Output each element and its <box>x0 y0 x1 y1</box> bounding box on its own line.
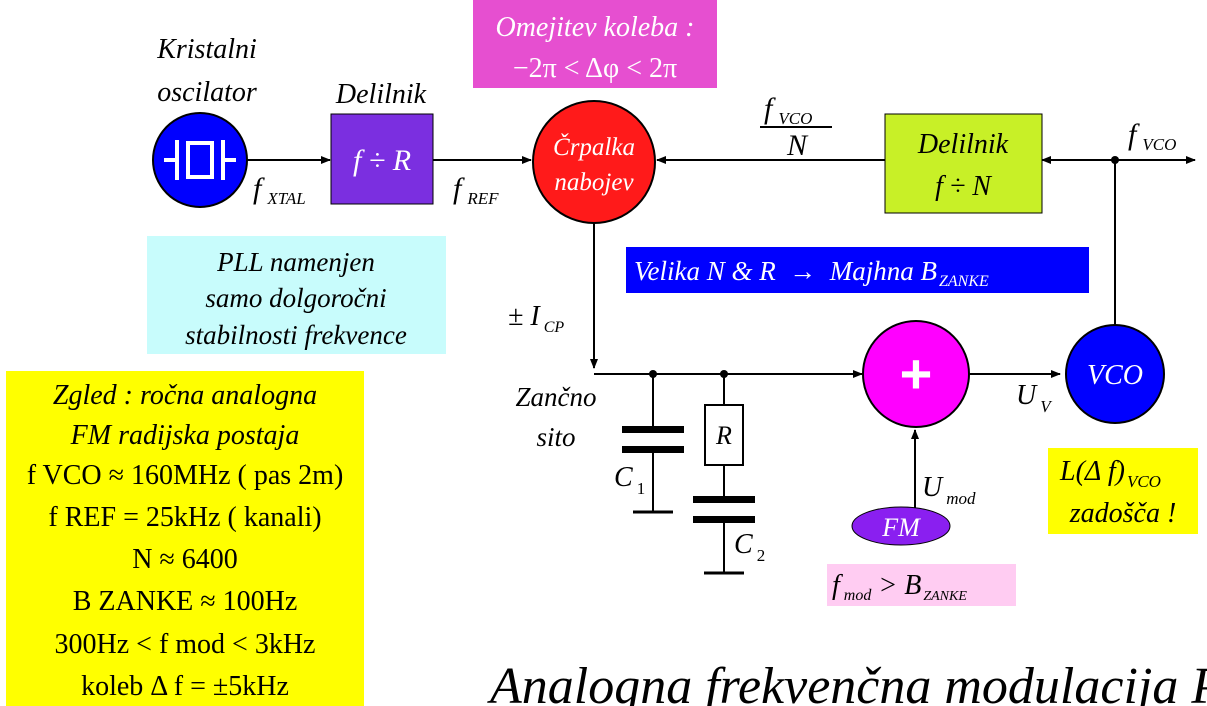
capacitor-c2-plate-top <box>693 496 755 503</box>
ref-divider-box <box>330 113 434 205</box>
crystal-icon <box>164 140 236 180</box>
feedback-divider-line1: Delilnik <box>917 129 1009 160</box>
resistor-label: R <box>715 421 732 450</box>
junction-vco-out <box>1111 156 1119 164</box>
phase-limit-line1: Omejitev koleba : <box>495 12 694 43</box>
loop-bandwidth-box <box>626 247 1089 293</box>
loop-filter-title-line1: Zančno <box>516 382 597 412</box>
feedback-divider-line2: f ÷ N <box>935 171 992 202</box>
pll-note-line3: stabilnosti frekvence <box>185 320 407 350</box>
example-line-7: 300Hz < f mod < 3kHz <box>55 629 316 660</box>
charge-pump-circle <box>532 100 656 224</box>
phase-noise-line2: zadošča ! <box>1069 498 1177 529</box>
crystal-title-line1: Kristalni <box>156 34 257 65</box>
phase-noise-line1: L(Δ f)VCO <box>1059 456 1161 491</box>
fm-source-ellipse <box>851 506 951 546</box>
ref-divider-title: Delilnik <box>335 79 427 110</box>
phase-noise-box <box>1048 448 1198 534</box>
pll-note-box <box>147 236 446 354</box>
resistor-r <box>704 404 744 466</box>
example-box <box>6 371 364 706</box>
charge-pump-line2: nabojev <box>554 169 634 196</box>
fmod-condition-box <box>827 564 1016 606</box>
capacitor-c1-plate-bottom <box>622 446 684 453</box>
wires <box>247 156 1196 575</box>
pll-note-line2: samo dolgoročni <box>205 283 386 313</box>
fm-source-label: FM <box>881 513 921 542</box>
charge-pump-line1: Črpalka <box>553 133 635 161</box>
adder-plus-symbol: + <box>900 342 933 405</box>
slide-title: Analogna frekvenčna modulacija PLL <box>487 658 1207 706</box>
loop-filter-title-line2: sito <box>536 422 575 452</box>
junction-c1 <box>649 370 657 378</box>
crystal-title: Kristalni oscilator <box>156 34 257 108</box>
example-line-4: f REF = 25kHz ( kanali) <box>48 502 321 533</box>
ref-divider-label: f ÷ R <box>353 144 411 177</box>
capacitor-c1-plate-top <box>622 426 684 433</box>
feedback-divider-box <box>884 113 1043 214</box>
crystal-oscillator-circle <box>152 112 248 208</box>
junction-c2 <box>720 370 728 378</box>
pll-note-line1: PLL namenjen <box>216 247 375 277</box>
example-line-6: B ZANKE ≈ 100Hz <box>73 586 298 617</box>
example-line-5: N ≈ 6400 <box>132 544 238 575</box>
example-line-3: f VCO ≈ 160MHz ( pas 2m) <box>27 460 344 491</box>
fvco-fraction-denominator: N <box>786 129 809 162</box>
example-line-8: koleb Δ f = ±5kHz <box>81 671 289 702</box>
capacitor-c2-plate-bottom <box>693 516 755 523</box>
phase-limit-box <box>473 0 717 88</box>
crystal-title-line2: oscilator <box>157 77 257 108</box>
vco-circle <box>1065 324 1165 424</box>
adder-circle <box>862 320 970 428</box>
example-line-1: Zgled : ročna analogna <box>53 380 317 411</box>
example-line-2: FM radijska postaja <box>70 420 300 451</box>
phase-limit-line2: −2π < Δφ < 2π <box>513 53 677 84</box>
vco-label: VCO <box>1087 360 1143 391</box>
